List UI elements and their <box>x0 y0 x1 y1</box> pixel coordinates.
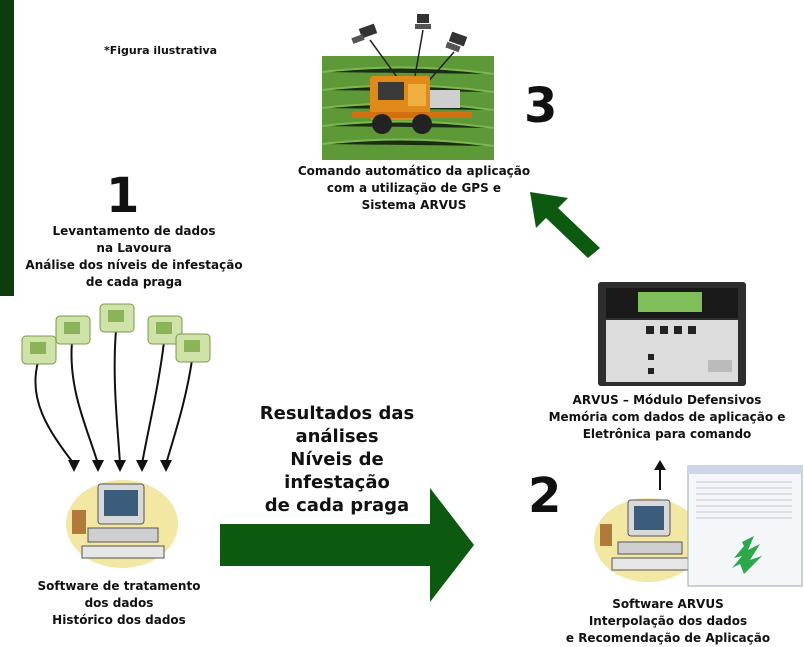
module-caption: ARVUS – Módulo Defensivos Memória com da… <box>532 392 802 443</box>
arvus-software-illustration <box>592 460 804 590</box>
illustrative-note: *Figura ilustrativa <box>104 44 218 57</box>
caption-line: Análise dos níveis de infestação <box>25 258 243 272</box>
handheld-device-icon <box>21 335 57 365</box>
software-left-caption: Software de tratamento dos dados Históri… <box>16 578 222 629</box>
caption-line: dos dados <box>84 596 154 610</box>
step-two-number: 2 <box>528 468 562 524</box>
arrow-label-line: Níveis de <box>290 449 384 470</box>
caption-line: Eletrônica para comando <box>582 427 752 441</box>
caption-line: de cada praga <box>85 275 183 289</box>
computer-icon <box>64 474 182 570</box>
results-arrow <box>220 488 474 602</box>
caption-line: Sistema ARVUS <box>361 198 467 212</box>
caption-line: Memória com dados de aplicação e <box>548 410 786 424</box>
step-two-caption: Software ARVUS Interpolação dos dados e … <box>548 596 788 647</box>
caption-line: ARVUS – Módulo Defensivos <box>572 393 762 407</box>
computer-icon <box>594 498 702 582</box>
caption-line: Interpolação dos dados <box>588 614 748 628</box>
handheld-device-icon <box>55 315 91 345</box>
arrow-label-line: análises <box>295 426 379 447</box>
handheld-device-icon <box>175 333 211 363</box>
caption-line: na Lavoura <box>96 241 172 255</box>
dollar-sign-icon <box>732 536 762 574</box>
satellite-icon <box>351 23 378 44</box>
handheld-device-icon <box>147 315 183 345</box>
caption-line: Levantamento de dados <box>52 224 216 238</box>
gps-tractor-illustration <box>322 12 494 160</box>
step-one-caption: Levantamento de dados na Lavoura Análise… <box>6 223 262 291</box>
step-three-number: 3 <box>524 78 558 134</box>
caption-line: Software ARVUS <box>612 597 724 611</box>
arrow-label-line: de cada praga <box>264 495 410 516</box>
diagonal-arrow <box>528 190 602 260</box>
step-three-caption: Comando automático da aplicação com a ut… <box>270 163 558 214</box>
arrow-label-line: infestação <box>284 472 390 493</box>
satellite-icon <box>445 31 468 53</box>
caption-line: Software de tratamento <box>37 579 201 593</box>
caption-line: e Recomendação de Aplicação <box>565 631 771 645</box>
satellite-icon <box>415 14 431 29</box>
arrow-label-line: Resultados das <box>259 403 415 424</box>
step-one-number: 1 <box>106 168 140 224</box>
caption-line: Histórico dos dados <box>52 613 186 627</box>
field-data-collectors <box>8 300 228 476</box>
control-module-icon <box>598 282 748 388</box>
caption-line: Comando automático da aplicação <box>297 164 531 178</box>
sidebar-strip <box>0 0 14 296</box>
tractor-icon <box>352 76 472 134</box>
caption-line: com a utilização de GPS e <box>326 181 502 195</box>
results-arrow-label: Resultados das análises Níveis de infest… <box>232 402 442 517</box>
handheld-device-icon <box>99 303 135 333</box>
